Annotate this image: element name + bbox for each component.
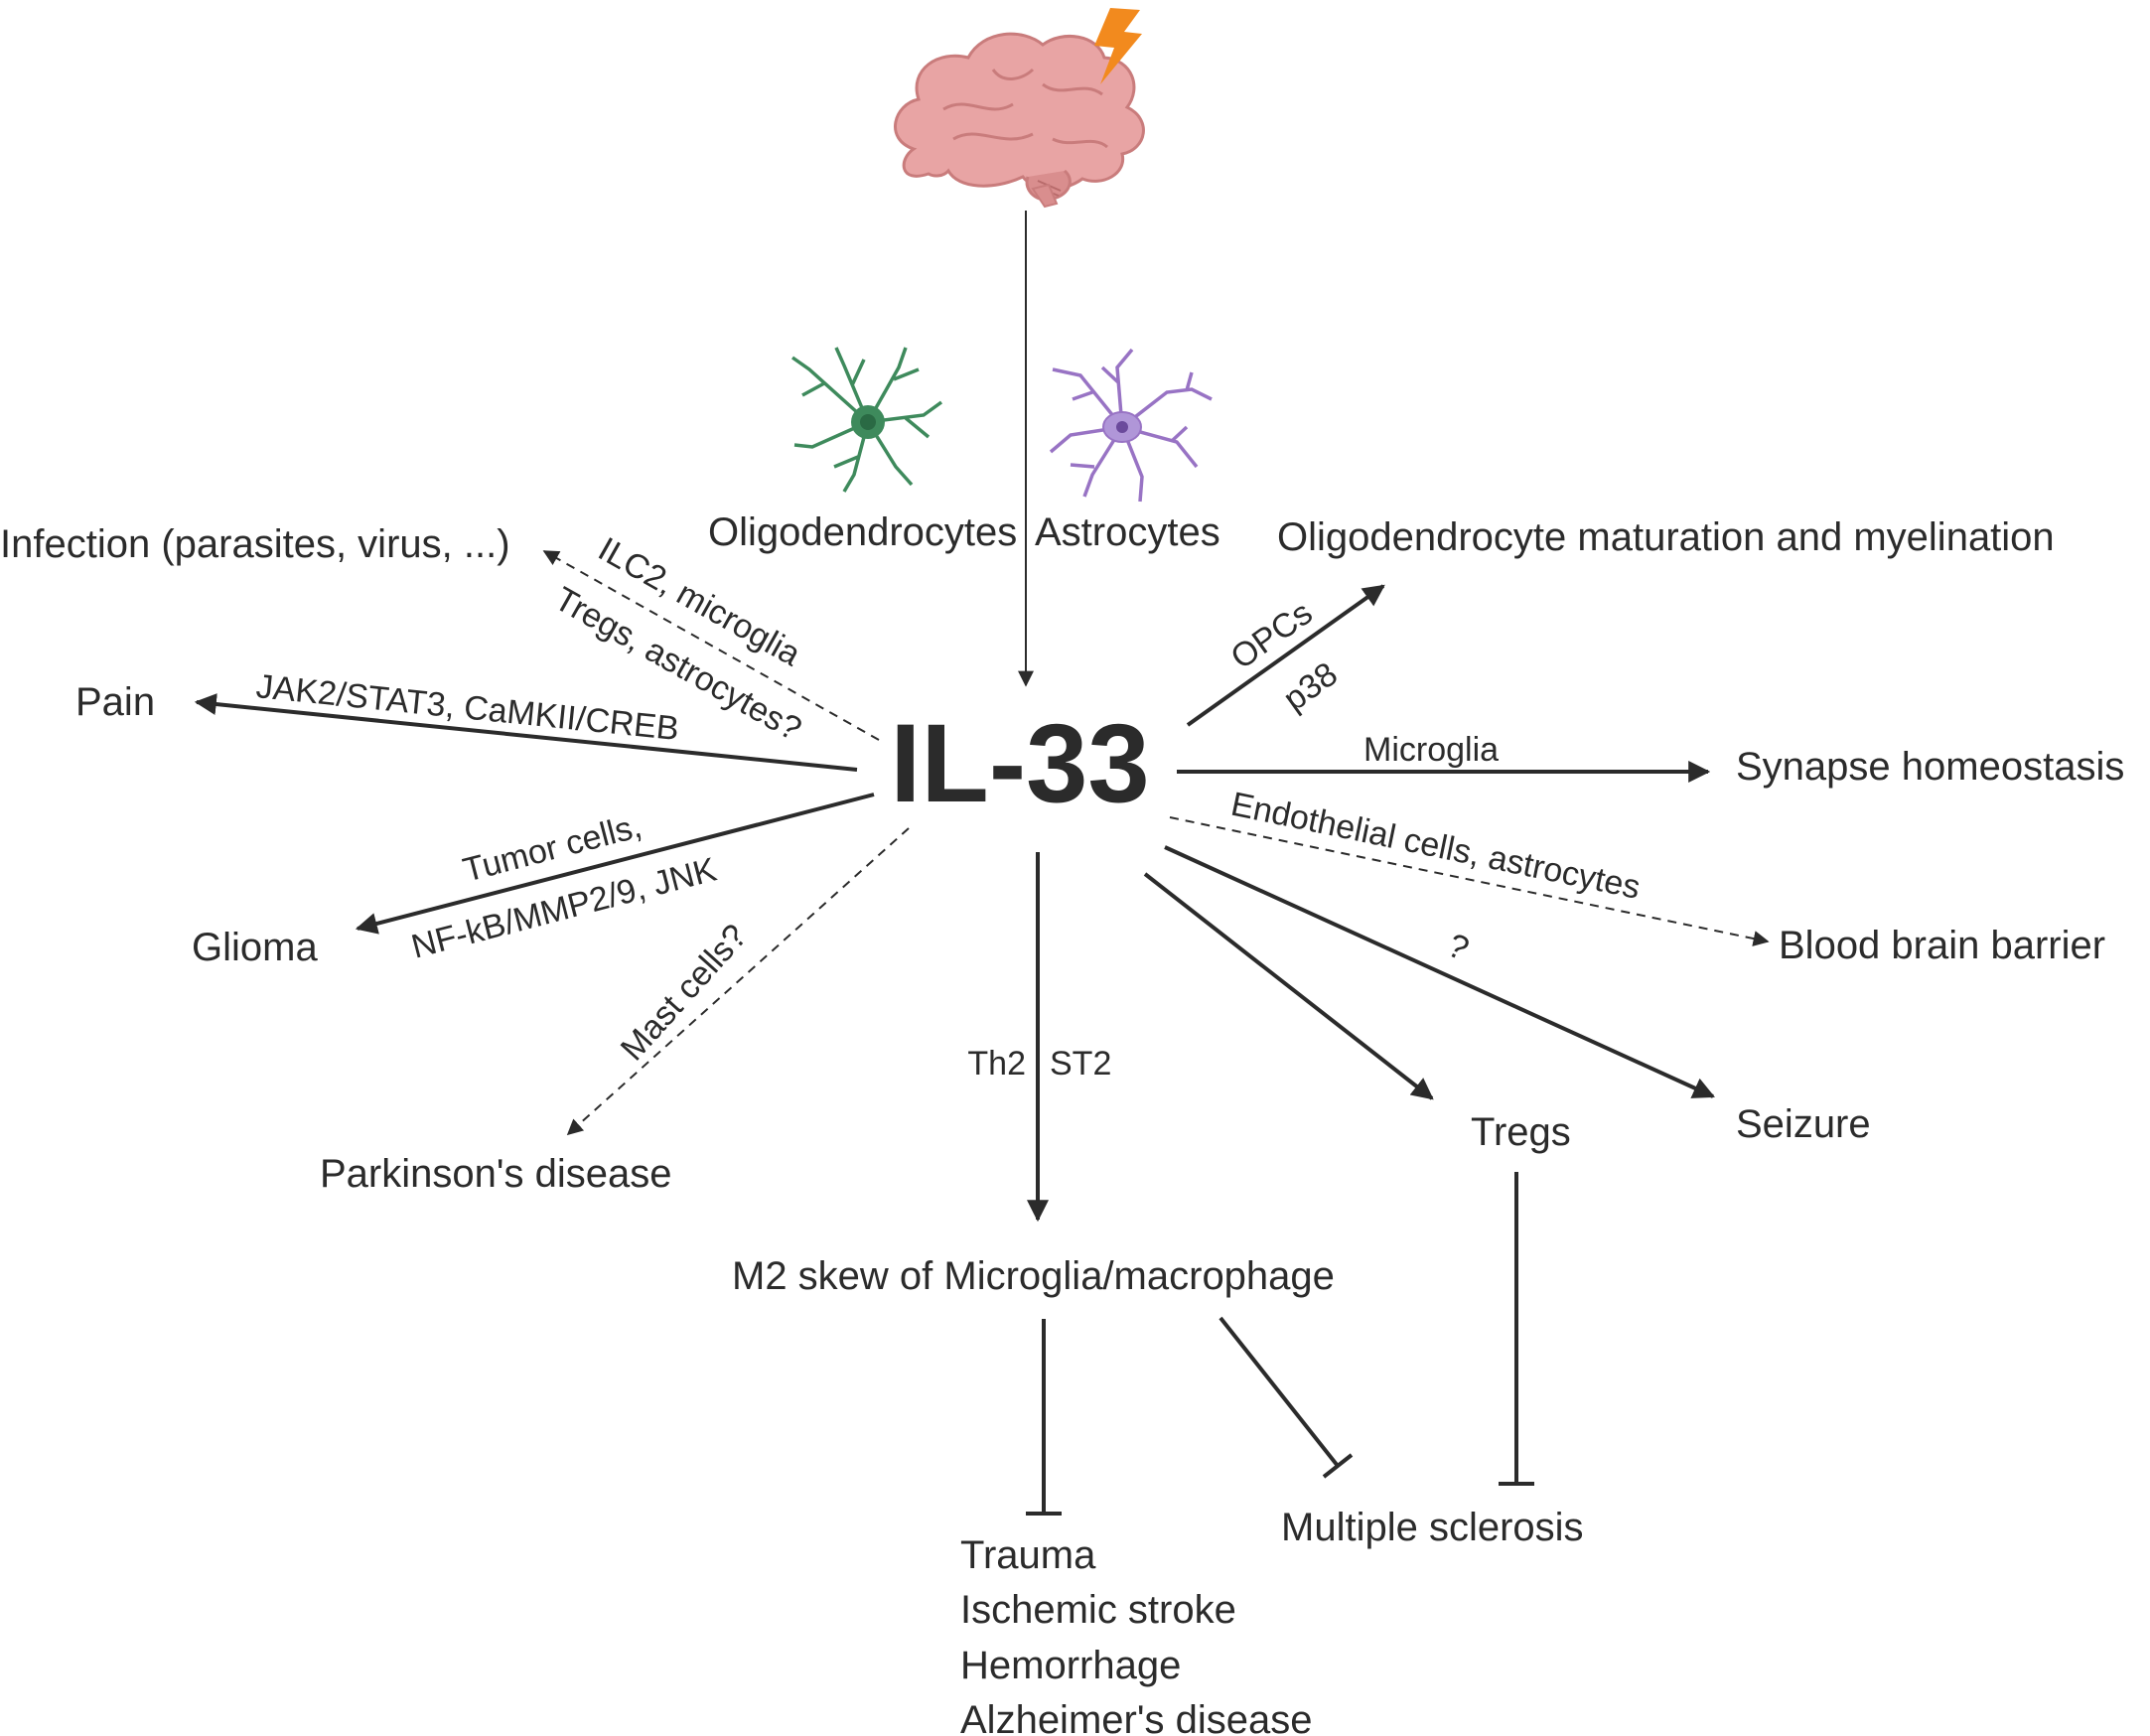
condition-list-item: Hemorrhage bbox=[960, 1644, 1181, 1687]
edge-label-m2-left: Th2 bbox=[967, 1045, 1026, 1083]
arrow-il33-to-infection bbox=[542, 550, 880, 741]
edge-label-synapse: Microglia bbox=[1363, 731, 1499, 769]
outcome-infection-label: Infection (parasites, virus, ...) bbox=[0, 522, 510, 566]
edge-label-seizure: ? bbox=[1442, 927, 1475, 968]
source-astrocytes-label: Astrocytes bbox=[1035, 510, 1220, 554]
edge-label-m2-right: ST2 bbox=[1050, 1045, 1111, 1083]
arrow-il33-to-oligo-maturation bbox=[1186, 584, 1385, 727]
outcome-glioma-label: Glioma bbox=[192, 926, 318, 969]
brain-icon bbox=[894, 32, 1145, 209]
inhibit-m2-to-conditions bbox=[1026, 1319, 1062, 1516]
edge-label-bbb: Endothelial cells, astrocytes bbox=[1227, 786, 1644, 907]
edge-label-parkinsons: Mast cells? bbox=[614, 918, 755, 1069]
arrow-il33-to-parkinsons bbox=[566, 827, 910, 1136]
outcome-pain-label: Pain bbox=[75, 680, 155, 724]
inhibit-tregs-to-ms bbox=[1499, 1172, 1534, 1486]
arrow-il33-to-glioma bbox=[355, 793, 875, 935]
outcome-oligo-maturation-label: Oligodendrocyte maturation and myelinati… bbox=[1277, 515, 2055, 559]
condition-list-item: Alzheimer's disease bbox=[960, 1698, 1312, 1736]
outcome-seizure-label: Seizure bbox=[1736, 1102, 1871, 1146]
astrocyte-cell-icon bbox=[1049, 348, 1213, 503]
outcome-bbb-label: Blood brain barrier bbox=[1779, 924, 2105, 967]
arrow-il33-to-tregs bbox=[1143, 872, 1434, 1100]
il33-hub-label: IL-33 bbox=[890, 701, 1149, 825]
outcome-m2-label: M2 skew of Microglia/macrophage bbox=[732, 1254, 1335, 1298]
lightning-bolt-icon bbox=[1094, 8, 1142, 84]
outcome-ms-label: Multiple sclerosis bbox=[1281, 1506, 1584, 1549]
edge-label-pain: JAK2/STAT3, CaMKII/CREB bbox=[254, 667, 680, 748]
oligodendrocyte-cell-icon bbox=[790, 347, 943, 493]
outcome-tregs-label: Tregs bbox=[1471, 1110, 1571, 1154]
inhibit-m2-to-ms bbox=[1218, 1316, 1354, 1479]
condition-list-item: Trauma bbox=[960, 1533, 1096, 1577]
arrow-il33-to-bbb bbox=[1169, 816, 1770, 946]
edge-label-glioma-2: NF-kB/MMP2/9, JNK bbox=[407, 850, 720, 965]
outcome-parkinsons-label: Parkinson's disease bbox=[320, 1152, 672, 1196]
arrow-il33-to-seizure bbox=[1164, 845, 1716, 1098]
arrow-il33-to-pain bbox=[194, 693, 858, 772]
condition-list-item: Ischemic stroke bbox=[960, 1588, 1236, 1632]
outcome-synapse-label: Synapse homeostasis bbox=[1736, 745, 2124, 789]
edge-label-opc-2: p38 bbox=[1277, 655, 1345, 719]
source-oligodendrocytes-label: Oligodendrocytes bbox=[708, 510, 1017, 554]
